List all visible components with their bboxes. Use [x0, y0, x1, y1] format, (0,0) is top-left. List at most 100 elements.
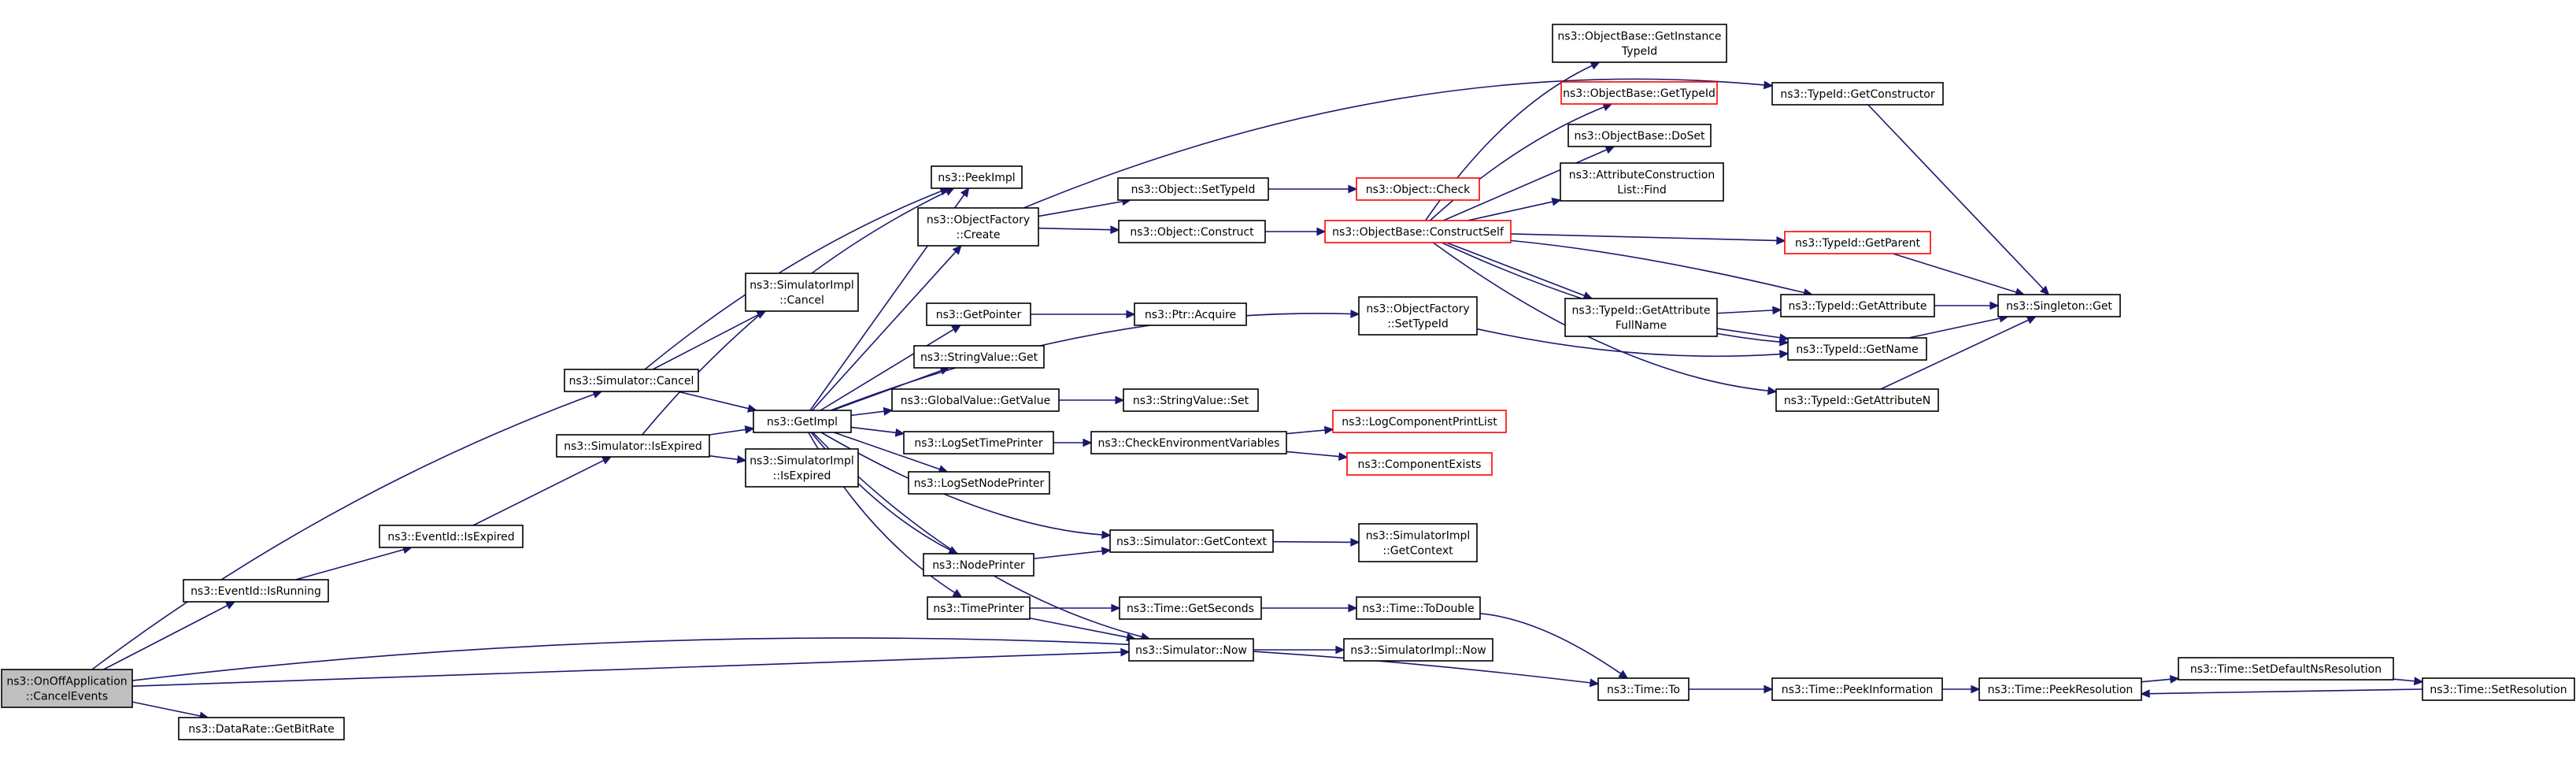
node-getattrn[interactable]: ns3::TypeId::GetAttributeN — [1775, 388, 1939, 412]
node-check[interactable]: ns3::Object::Check — [1356, 177, 1480, 201]
node-implcancel[interactable]: ns3::SimulatorImpl::Cancel — [745, 273, 859, 312]
node-label: ns3::Object::Check — [1366, 184, 1471, 196]
node-obgettypeid[interactable]: ns3::ObjectBase::GetTypeId — [1560, 81, 1718, 105]
node-gvgetvalue[interactable]: ns3::GlobalValue::GetValue — [891, 388, 1060, 412]
edge-constructself-to-getattr — [1510, 239, 1814, 297]
node-box — [926, 302, 1031, 326]
node-bitrate[interactable]: ns3::DataRate::GetBitRate — [178, 717, 345, 740]
node-implnow[interactable]: ns3::SimulatorImpl::Now — [1343, 638, 1493, 662]
node-label: ns3::SimulatorImpl — [749, 455, 854, 468]
node-logsettime[interactable]: ns3::LogSetTimePrinter — [903, 431, 1054, 454]
node-getattr[interactable]: ns3::TypeId::GetAttribute — [1780, 294, 1935, 317]
node-label: ns3::EventId::IsRunning — [191, 585, 321, 598]
node-checkenv[interactable]: ns3::CheckEnvironmentVariables — [1090, 431, 1287, 454]
node-box — [1109, 529, 1274, 553]
node-box — [1771, 82, 1944, 106]
node-getpointer[interactable]: ns3::GetPointer — [926, 302, 1031, 326]
node-label: ns3::Simulator::Now — [1135, 644, 1247, 657]
node-settypeid[interactable]: ns3::Object::SetTypeId — [1117, 177, 1269, 201]
node-root[interactable]: ns3::OnOffApplication::CancelEvents — [1, 669, 133, 708]
edge-peekinfo-to-peekres — [1942, 684, 1981, 694]
node-ofsettypeid[interactable]: ns3::ObjectFactory::SetTypeId — [1358, 296, 1478, 336]
node-ofcreate[interactable]: ns3::ObjectFactory::Create — [917, 207, 1039, 247]
node-singleton[interactable]: ns3::Singleton::Get — [1997, 294, 2121, 317]
node-label: ns3::ObjectBase::DoSet — [1575, 130, 1705, 143]
node-simisexpired[interactable]: ns3::Simulator::IsExpired — [556, 434, 710, 458]
node-timeto[interactable]: ns3::Time::To — [1597, 677, 1690, 701]
node-peekimpl[interactable]: ns3::PeekImpl — [931, 165, 1023, 189]
node-label: ns3::Object::SetTypeId — [1131, 184, 1256, 196]
node-doset[interactable]: ns3::ObjectBase::DoSet — [1567, 124, 1712, 147]
node-getctor[interactable]: ns3::TypeId::GetConstructor — [1771, 82, 1944, 106]
node-box — [2178, 657, 2394, 681]
node-label: ns3::Singleton::Get — [2006, 300, 2112, 313]
node-evisexpired[interactable]: ns3::EventId::IsExpired — [379, 525, 524, 548]
edge-getimpl-to-logsettime — [850, 426, 905, 437]
node-compexists[interactable]: ns3::ComponentExists — [1346, 452, 1493, 476]
node-simnow[interactable]: ns3::Simulator::Now — [1128, 638, 1254, 662]
edge-constructself-to-getattrn — [1432, 242, 1778, 395]
node-label: ns3::Time::GetSeconds — [1127, 603, 1254, 615]
node-getimpl[interactable]: ns3::GetImpl — [753, 410, 852, 433]
node-label: ns3::OnOffApplication — [6, 676, 127, 688]
node-label: ns3::Simulator::GetContext — [1116, 536, 1268, 548]
node-peekinfo[interactable]: ns3::Time::PeekInformation — [1771, 677, 1943, 701]
node-stringget[interactable]: ns3::StringValue::Get — [913, 345, 1045, 369]
node-label: ns3::Time::SetResolution — [2430, 684, 2567, 696]
node-box — [1771, 677, 1943, 701]
node-getseconds[interactable]: ns3::Time::GetSeconds — [1119, 596, 1262, 620]
node-box — [1997, 294, 2121, 317]
node-implgetctx[interactable]: ns3::SimulatorImpl::GetContext — [1358, 523, 1478, 562]
node-box — [1356, 596, 1481, 620]
node-getname[interactable]: ns3::TypeId::GetName — [1787, 337, 1927, 361]
node-label: ns3::GlobalValue::GetValue — [901, 395, 1050, 407]
node-box — [913, 345, 1045, 369]
node-getparent[interactable]: ns3::TypeId::GetParent — [1784, 231, 1931, 254]
edge-simnow-to-implnow — [1253, 645, 1345, 655]
node-box — [1332, 410, 1507, 433]
node-box — [1775, 388, 1939, 412]
node-stringset[interactable]: ns3::StringValue::Set — [1123, 388, 1259, 412]
node-nodeprinter[interactable]: ns3::NodePrinter — [923, 553, 1034, 577]
node-ptracquire[interactable]: ns3::Ptr::Acquire — [1134, 302, 1247, 326]
node-implisexpired[interactable]: ns3::SimulatorImpl::IsExpired — [745, 448, 859, 488]
node-todouble[interactable]: ns3::Time::ToDouble — [1356, 596, 1481, 620]
node-box — [1324, 220, 1512, 243]
node-logcomplist[interactable]: ns3::LogComponentPrintList — [1332, 410, 1507, 433]
node-constructself[interactable]: ns3::ObjectBase::ConstructSelf — [1324, 220, 1512, 243]
node-logsetnode[interactable]: ns3::LogSetNodePrinter — [908, 471, 1050, 495]
node-timeprinter[interactable]: ns3::TimePrinter — [927, 596, 1031, 620]
node-box — [931, 165, 1023, 189]
node-construct[interactable]: ns3::Object::Construct — [1118, 220, 1266, 243]
node-box — [1123, 388, 1259, 412]
edge-getctor-to-singleton — [1867, 104, 2050, 296]
node-label: ::SetTypeId — [1387, 318, 1449, 331]
node-label: ::IsExpired — [773, 470, 831, 483]
node-label: ::CancelEvents — [26, 691, 108, 703]
node-isrunning[interactable]: ns3::EventId::IsRunning — [183, 579, 329, 603]
edge-root-to-simcancel — [91, 390, 603, 670]
node-setdefns[interactable]: ns3::Time::SetDefaultNsResolution — [2178, 657, 2394, 681]
edge-getimpl-to-gvgetvalue — [850, 406, 894, 417]
node-label: ns3::ObjectFactory — [927, 214, 1030, 227]
node-simgetctx[interactable]: ns3::Simulator::GetContext — [1109, 529, 1274, 553]
edge-getattrfull-to-getname — [1716, 328, 1790, 343]
node-peekres[interactable]: ns3::Time::PeekResolution — [1978, 677, 2142, 701]
node-box — [1780, 294, 1935, 317]
node-label: ns3::EventId::IsExpired — [387, 531, 514, 543]
node-label: ns3::TypeId::GetName — [1796, 343, 1918, 356]
node-box — [927, 596, 1031, 620]
edge-simgetctx-to-implgetctx — [1272, 537, 1360, 547]
node-label: ns3::ObjectBase::ConstructSelf — [1332, 226, 1505, 239]
node-box — [1346, 452, 1493, 476]
node-label: ns3::LogComponentPrintList — [1342, 416, 1497, 428]
node-setres[interactable]: ns3::Time::SetResolution — [2422, 677, 2575, 701]
node-simcancel[interactable]: ns3::Simulator::Cancel — [564, 369, 699, 392]
edge-ofcreate-to-construct — [1038, 225, 1120, 235]
edge-setdefns-to-setres — [2393, 677, 2424, 686]
node-box — [1552, 24, 1727, 63]
